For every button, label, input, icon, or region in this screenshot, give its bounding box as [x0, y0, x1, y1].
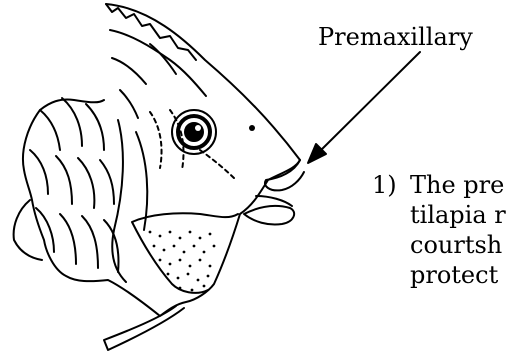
nostril-icon: [249, 125, 255, 131]
body-scales-a: [30, 98, 114, 208]
pointer-arrow-line: [315, 52, 420, 156]
note-line-2: tilapia r: [372, 200, 506, 230]
note-line-3: courtsh: [372, 230, 506, 260]
body-scales-b: [36, 208, 118, 272]
cheek-dashes: [150, 110, 236, 180]
premaxillary-label: Premaxillary: [318, 22, 473, 52]
eye-icon: [172, 110, 216, 154]
lower-lip: [244, 206, 294, 225]
note-number: 1): [372, 170, 397, 200]
scale-line-3: [120, 90, 138, 118]
pectoral-fin: [104, 306, 184, 350]
operculum-inner: [136, 132, 147, 230]
cheek-stipple: [149, 231, 216, 292]
note-line-4: protect: [372, 260, 506, 290]
jaw-line: [256, 196, 292, 206]
scale-line-2: [112, 58, 146, 84]
note-text-block: 1) The pre tilapia r courtsh protect: [372, 170, 506, 290]
upper-lip: [265, 160, 304, 190]
scale-line-4: [150, 44, 176, 74]
cheek-outline: [132, 213, 238, 293]
